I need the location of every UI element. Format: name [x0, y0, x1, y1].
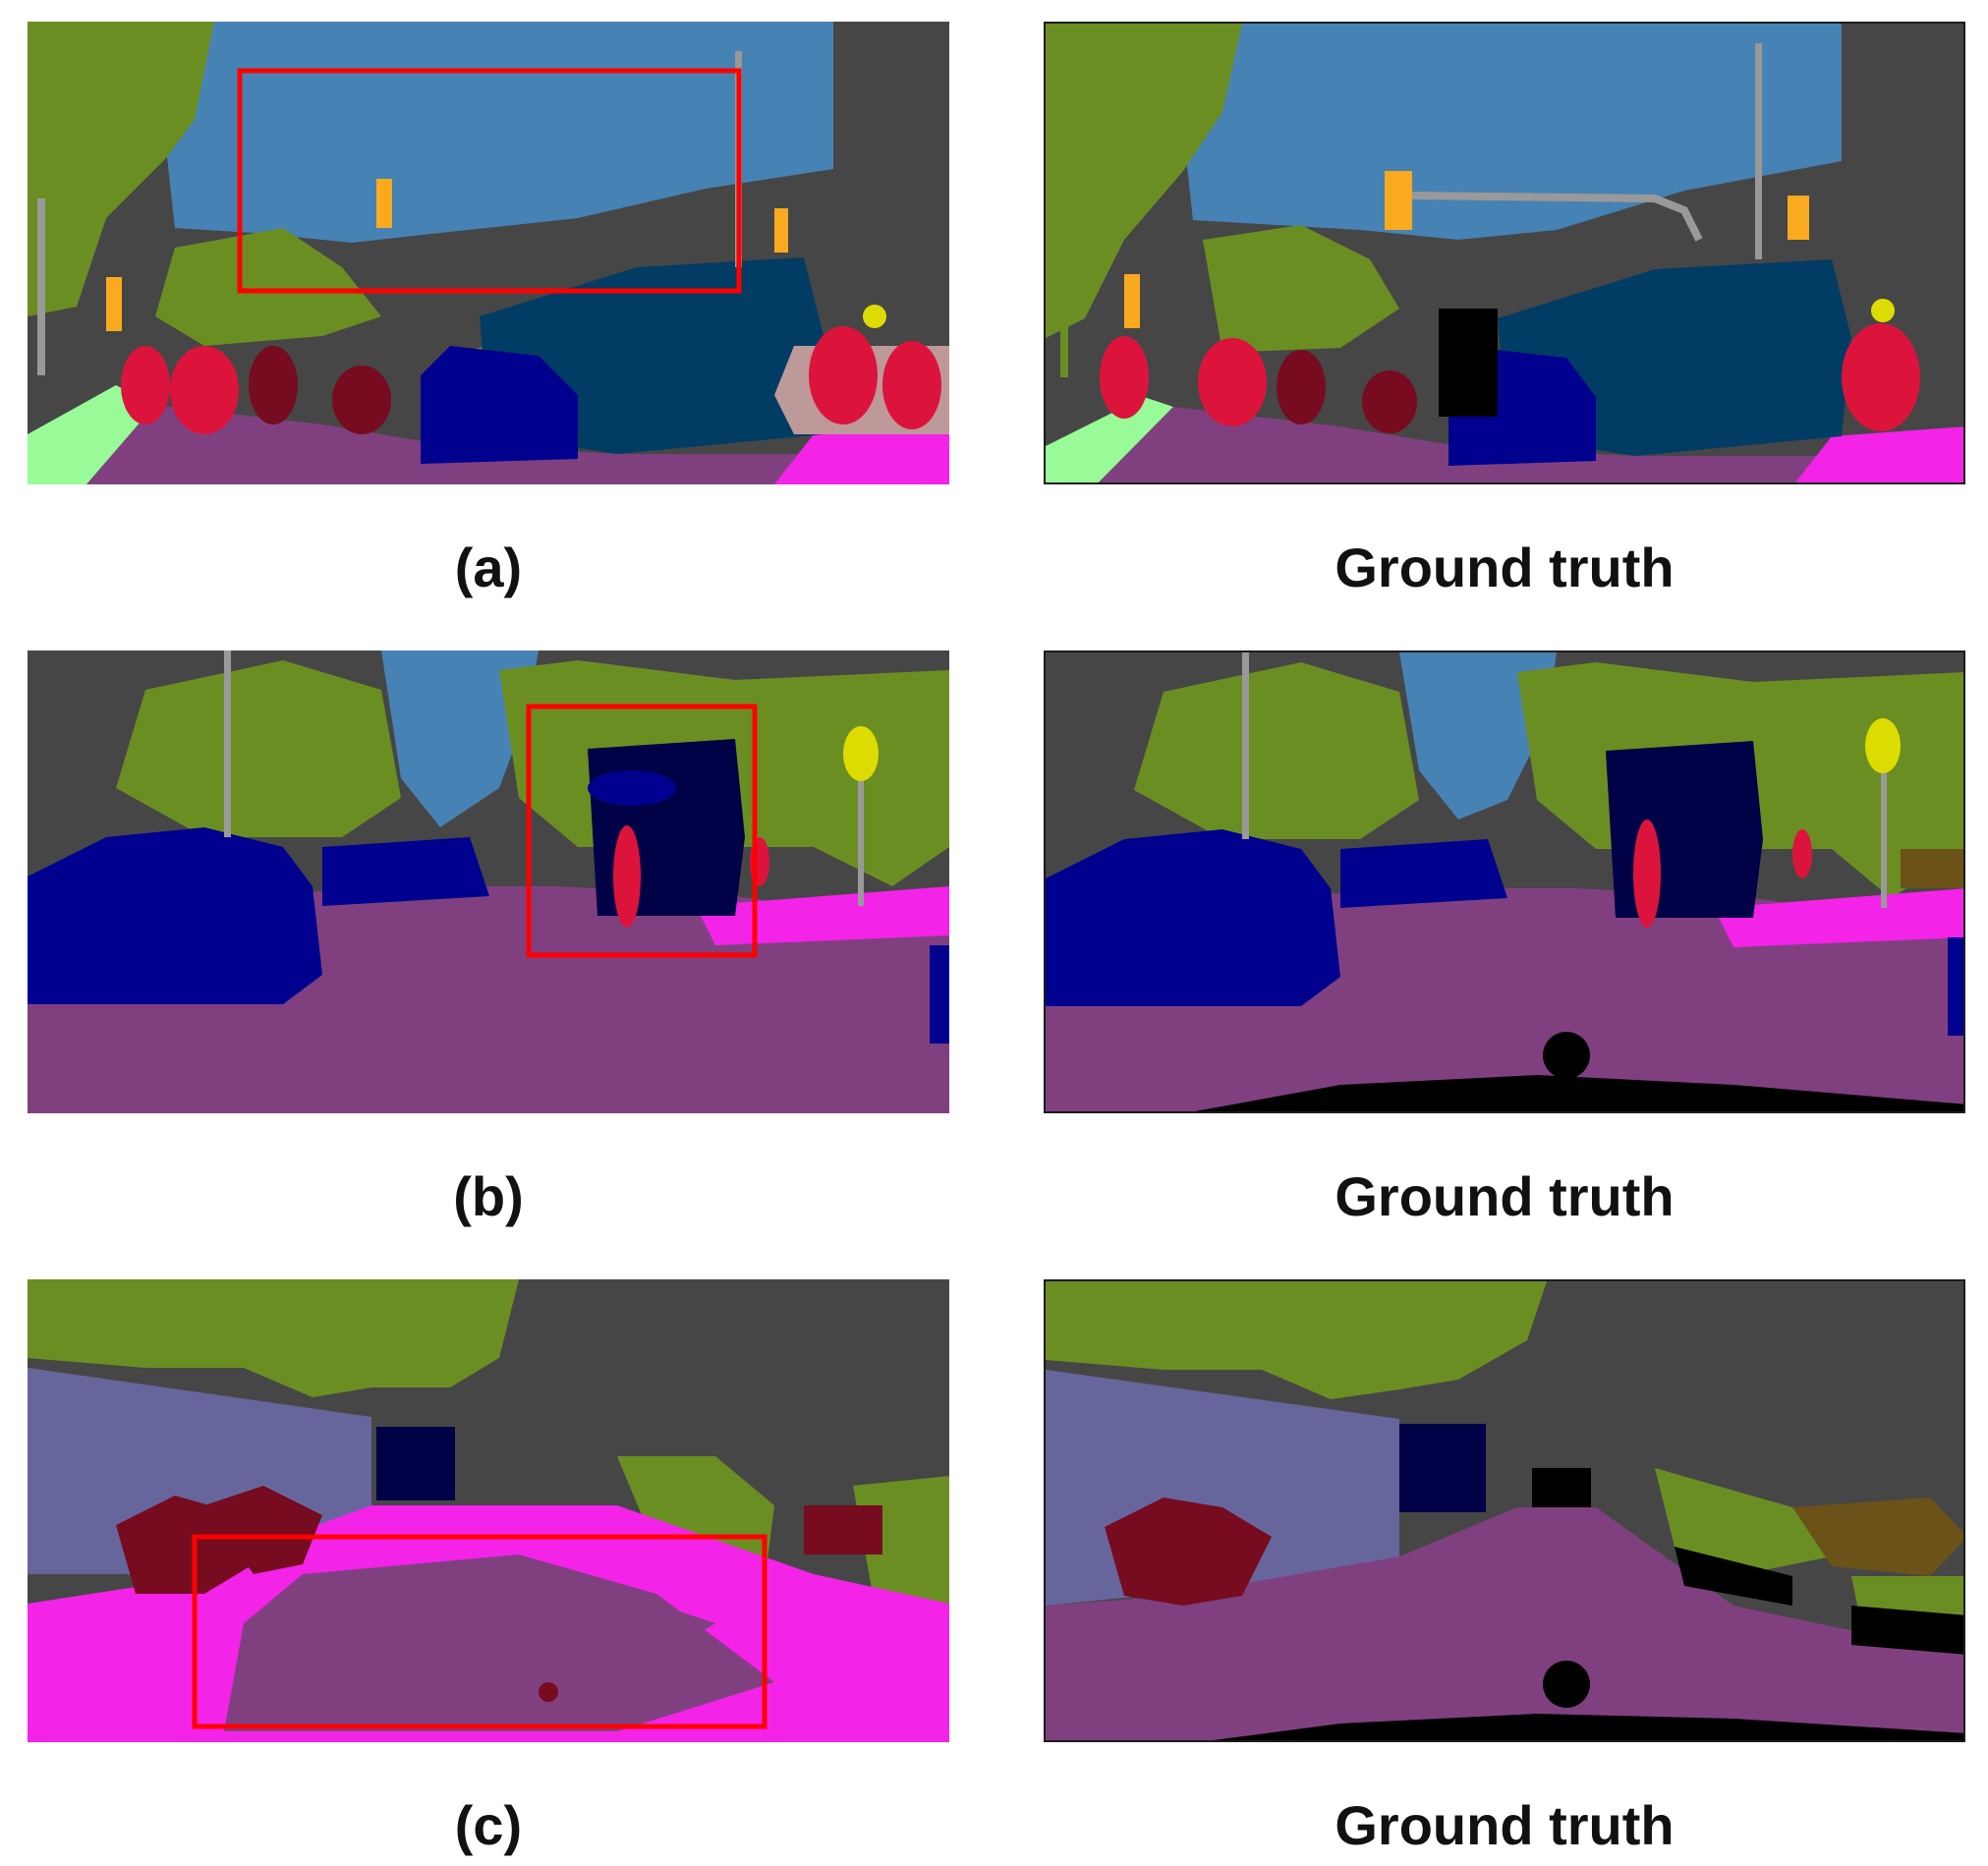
prediction-image-c: [28, 1279, 949, 1742]
ground-truth-image-b: [1044, 650, 1965, 1113]
caption-c: (c): [454, 1794, 523, 1856]
prediction-image-b: [28, 650, 949, 1113]
ground-truth-image-a: [1044, 22, 1965, 484]
ground-truth-caption-b: Ground truth: [1335, 1165, 1675, 1227]
prediction-image-a: [28, 22, 949, 484]
ground-truth-image-c: [1044, 1279, 1965, 1742]
ground-truth-caption-a: Ground truth: [1335, 537, 1675, 598]
caption-b: (b): [453, 1165, 524, 1227]
caption-a: (a): [454, 537, 523, 598]
ground-truth-caption-c: Ground truth: [1335, 1794, 1675, 1856]
